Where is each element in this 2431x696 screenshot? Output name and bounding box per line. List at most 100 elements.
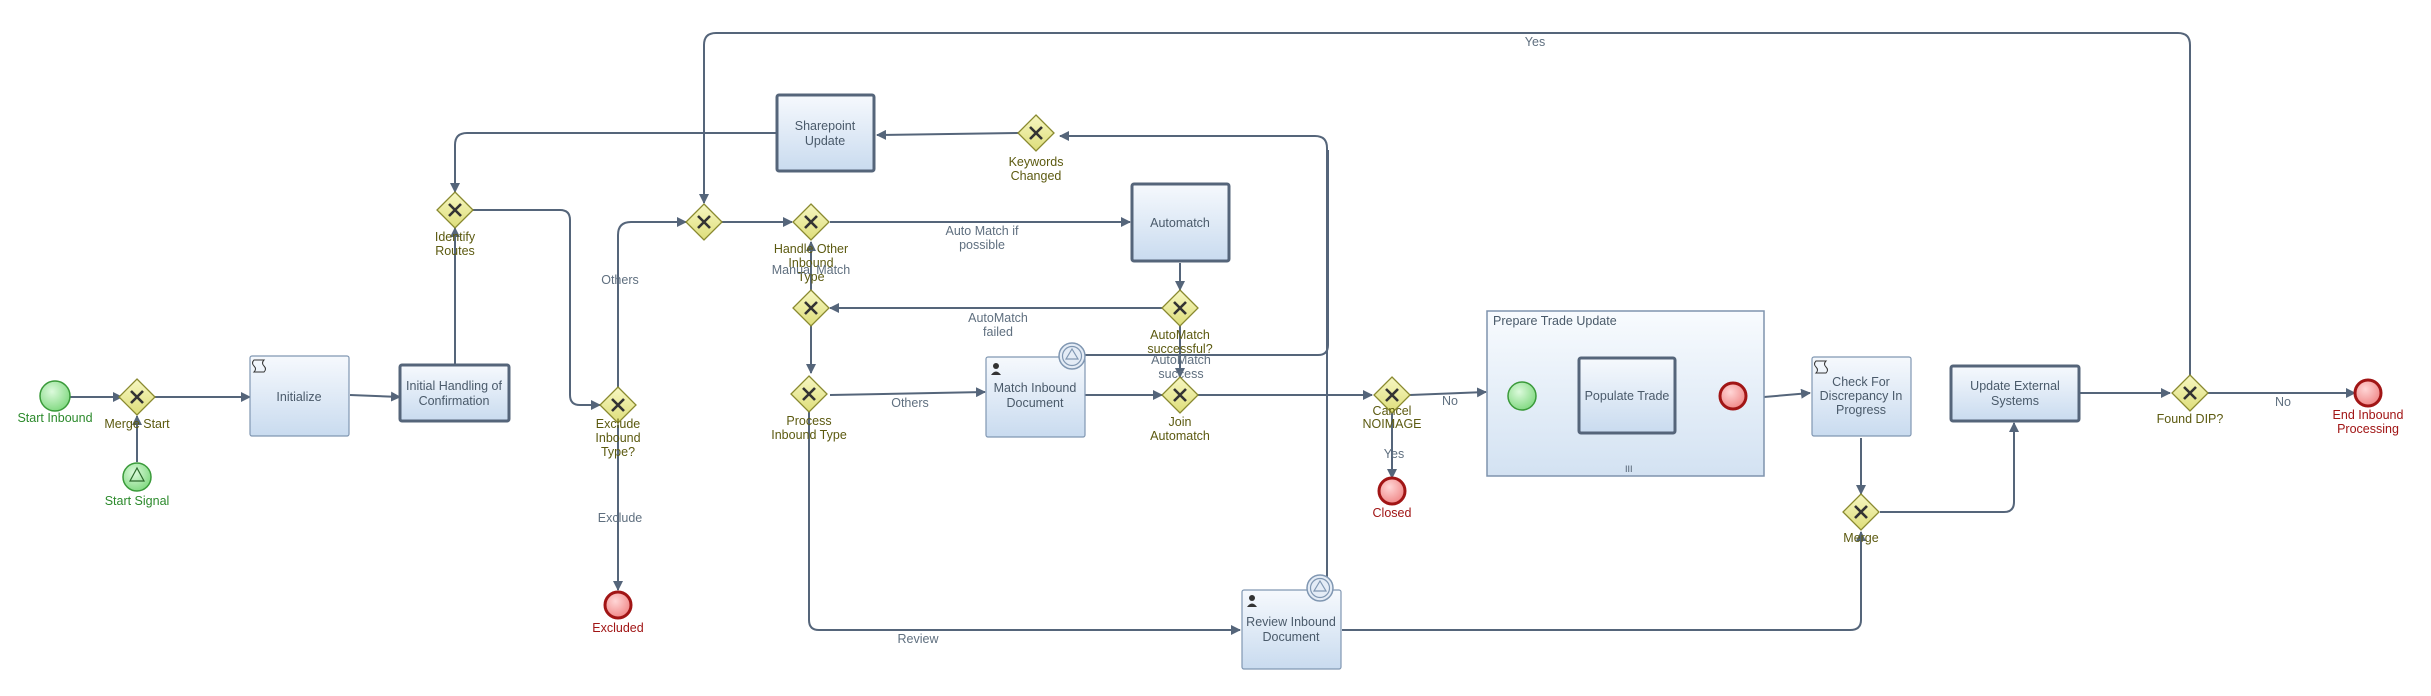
task-check-discrepancy[interactable]: Check For Discrepancy In Progress — [1811, 356, 1912, 437]
exclusive-x-icon — [611, 398, 625, 412]
flow-initialize-to-handling[interactable] — [349, 391, 401, 402]
gateway-exclude-inbound-type[interactable]: Exclude Inbound Type? — [595, 386, 641, 459]
gateway-keywords-changed[interactable]: Keywords Changed — [1009, 114, 1064, 183]
task-populate-trade[interactable]: Populate Trade — [1577, 356, 1677, 435]
flow-exclude-to-others[interactable] — [617, 217, 687, 388]
flow-process-to-review[interactable] — [808, 412, 1241, 635]
subprocess-collapse-marker: III — [1625, 464, 1633, 474]
task-update-external-systems[interactable]: Update External Systems — [1949, 364, 2081, 423]
svg-text:Systems: Systems — [1991, 394, 2039, 408]
flow-identify-to-exclude[interactable] — [473, 209, 601, 410]
svg-text:Changed: Changed — [1011, 169, 1062, 183]
gateway-found-dip[interactable]: Found DIP? — [2157, 374, 2224, 426]
edge-label-yes-top: Yes — [1525, 35, 1545, 49]
flow-merge-to-update[interactable] — [1880, 422, 2019, 513]
edge-label-auto-match-if-possible-2: possible — [959, 238, 1005, 252]
svg-text:Match Inbound: Match Inbound — [994, 381, 1077, 395]
gateway-cancel-noimage[interactable]: Cancel NOIMAGE — [1362, 376, 1422, 431]
edge-label-others-mid: Others — [891, 396, 929, 410]
gateway-join-automatch[interactable]: Join Automatch — [1150, 376, 1210, 443]
exclusive-x-icon — [1173, 301, 1187, 315]
task-sharepoint-update[interactable]: Sharepoint Update — [775, 93, 876, 173]
svg-text:Populate Trade: Populate Trade — [1585, 389, 1670, 403]
svg-text:Start Signal: Start Signal — [105, 494, 170, 508]
end-event-inner[interactable] — [1718, 381, 1748, 411]
gateway-handle-other-inbound-type[interactable]: Handle Other Inbound Type — [774, 203, 848, 284]
flow-yes-loop[interactable] — [699, 32, 2191, 380]
svg-text:Merge: Merge — [1843, 531, 1878, 545]
task-initialize[interactable]: Initialize — [249, 355, 350, 437]
svg-text:Inbound: Inbound — [788, 256, 833, 270]
task-review-inbound-document[interactable]: Review Inbound Document — [1241, 574, 1342, 670]
svg-text:Closed: Closed — [1373, 506, 1412, 520]
svg-text:Keywords: Keywords — [1009, 155, 1064, 169]
gateways: Merge Start Identify Routes Exclude Inbo… — [104, 114, 2224, 545]
svg-text:NOIMAGE: NOIMAGE — [1362, 417, 1421, 431]
exclusive-x-icon — [804, 301, 818, 315]
svg-text:Process: Process — [786, 414, 831, 428]
svg-text:Handle Other: Handle Other — [774, 242, 848, 256]
svg-text:Routes: Routes — [435, 244, 475, 258]
exclusive-x-icon — [697, 215, 711, 229]
gateway-process-inbound-type[interactable]: Process Inbound Type — [771, 375, 847, 442]
svg-text:Automatch: Automatch — [1150, 216, 1210, 230]
svg-text:End Inbound: End Inbound — [2333, 408, 2404, 422]
task-initial-handling[interactable]: Initial Handling of Confirmation — [398, 363, 511, 423]
svg-text:Merge Start: Merge Start — [104, 417, 170, 431]
flow-success-loop[interactable] — [1085, 150, 1329, 356]
gateway-merge-start[interactable]: Merge Start — [104, 378, 170, 431]
exclusive-x-icon — [802, 387, 816, 401]
end-event-inbound-processing[interactable]: End Inbound Processing — [2333, 378, 2404, 436]
edge-label-automatch-failed-1: AutoMatch — [968, 311, 1028, 325]
task-automatch[interactable]: Automatch — [1130, 182, 1231, 263]
script-marker-icon — [1814, 360, 1828, 374]
gateway-unlabeled-loop[interactable] — [685, 203, 723, 241]
svg-text:Join: Join — [1169, 415, 1192, 429]
flow-review-up-loop[interactable] — [1059, 131, 1328, 592]
script-marker-icon — [252, 359, 266, 373]
svg-text:Sharepoint: Sharepoint — [795, 119, 856, 133]
exclusive-x-icon — [1385, 388, 1399, 402]
flow-process-to-match[interactable] — [829, 387, 986, 398]
gateway-identify-routes[interactable]: Identify Routes — [435, 191, 476, 258]
gateway-automatch-successful[interactable]: AutoMatch successful? — [1147, 289, 1213, 356]
svg-text:Type: Type — [797, 270, 824, 284]
end-event-closed[interactable]: Closed — [1373, 476, 1412, 520]
exclusive-x-icon — [1854, 505, 1868, 519]
end-event-excluded[interactable]: Excluded — [592, 590, 644, 635]
flow-cancel-to-pool[interactable] — [1409, 387, 1487, 398]
svg-text:Start Inbound: Start Inbound — [17, 411, 92, 425]
flow-pool-to-check[interactable] — [1763, 388, 1811, 399]
edge-label-no-cancel: No — [1442, 394, 1458, 408]
svg-text:Cancel: Cancel — [1373, 404, 1412, 418]
svg-text:Processing: Processing — [2337, 422, 2399, 436]
exclusive-x-icon — [130, 390, 144, 404]
sequence-flows — [70, 32, 2356, 635]
svg-text:Type?: Type? — [601, 445, 635, 459]
svg-text:Progress: Progress — [1836, 403, 1886, 417]
gateway-manual-match[interactable]: Manual Match — [772, 263, 851, 327]
svg-text:AutoMatch: AutoMatch — [1150, 328, 1210, 342]
svg-text:Initialize: Initialize — [276, 390, 321, 404]
start-event-inner[interactable] — [1507, 381, 1537, 411]
svg-text:Initial Handling of: Initial Handling of — [406, 379, 502, 393]
flow-keywords-to-sharepoint[interactable] — [876, 129, 1019, 140]
svg-text:Review Inbound: Review Inbound — [1246, 615, 1336, 629]
start-event-signal[interactable]: Start Signal — [105, 462, 170, 508]
user-task-icon — [1249, 595, 1255, 601]
exclusive-x-icon — [2183, 386, 2197, 400]
edge-labels: Yes Others Exclude Auto Match if possibl… — [598, 35, 2291, 646]
edge-label-no-end: No — [2275, 395, 2291, 409]
flow-sharepoint-to-identify[interactable] — [450, 132, 776, 193]
svg-text:Exclude: Exclude — [596, 417, 641, 431]
start-event-inbound[interactable]: Start Inbound — [17, 380, 93, 425]
gateway-merge[interactable]: Merge — [1842, 493, 1880, 545]
edge-label-automatch-success-2: success — [1158, 367, 1203, 381]
edge-label-auto-match-if-possible-1: Auto Match if — [946, 224, 1019, 238]
svg-text:Document: Document — [1263, 630, 1320, 644]
edge-label-automatch-failed-2: failed — [983, 325, 1013, 339]
svg-text:Discrepancy In: Discrepancy In — [1820, 389, 1903, 403]
task-match-inbound-document[interactable]: Match Inbound Document — [985, 342, 1086, 438]
flow-review-to-merge[interactable] — [1342, 531, 1866, 631]
